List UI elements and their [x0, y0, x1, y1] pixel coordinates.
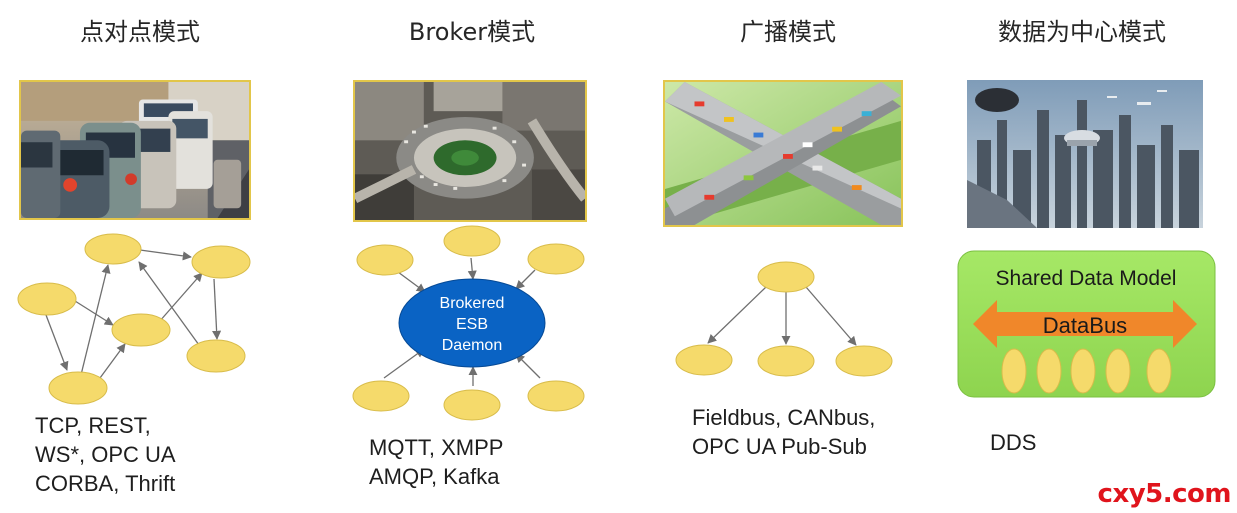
broker-edge [467, 257, 477, 280]
broadcast-edge [707, 286, 767, 344]
broker-client-node [527, 243, 585, 275]
title-broadcast: 广播模式 [740, 18, 836, 46]
databus-node [1105, 348, 1131, 394]
broker-diagram: Brokered ESB Daemon [352, 225, 585, 421]
data-centric-diagram: Shared Data Model DataBus [957, 250, 1216, 398]
p2p-node [48, 371, 108, 405]
p2p-edge [99, 343, 126, 379]
caption-line: TCP, REST, [35, 413, 151, 438]
p2p-edge [74, 300, 114, 326]
broadcast-receiver-node [835, 345, 893, 377]
broker-edge [515, 353, 541, 379]
p2p-node [17, 282, 77, 316]
title-point-to-point: 点对点模式 [80, 18, 200, 46]
title-data-centric: 数据为中心模式 [998, 18, 1166, 46]
caption-line: Fieldbus, CANbus, [692, 405, 876, 430]
futuristic-city-photo [967, 80, 1203, 228]
broadcast-diagram [675, 261, 893, 377]
databus-node [1036, 348, 1062, 394]
databus-label: DataBus [1043, 313, 1127, 338]
caption-data-centric: DDS [990, 428, 1036, 457]
p2p-node [111, 313, 171, 347]
caption-broker: MQTT, XMPP AMQP, Kafka [369, 433, 503, 491]
databus-node [1001, 348, 1027, 394]
p2p-edge [78, 264, 111, 384]
highway-interchange-photo [663, 80, 903, 227]
p2p-edges [45, 249, 222, 384]
p2p-nodes [17, 233, 251, 405]
broker-hub [398, 278, 546, 368]
caption-line: DDS [990, 430, 1037, 455]
broker-edge [515, 269, 536, 290]
caption-line: WS*, OPC UA [35, 442, 176, 467]
p2p-node [84, 233, 142, 265]
broadcast-edges [707, 286, 857, 346]
broadcast-source-node [757, 261, 815, 293]
broker-client-node [443, 389, 501, 421]
broker-client-node [443, 225, 501, 257]
title-broker: Broker模式 [408, 18, 536, 46]
broadcast-receiver-node [675, 344, 733, 376]
broker-client-node [352, 380, 410, 412]
caption-line: CORBA, Thrift [35, 471, 176, 496]
databus-node [1146, 348, 1172, 394]
databus-arrow [973, 300, 1197, 348]
broker-edge [397, 271, 426, 293]
p2p-edge [45, 314, 69, 371]
broadcast-edge [805, 286, 857, 346]
p2p-edge [139, 249, 192, 261]
caption-line: AMQP, Kafka [369, 464, 500, 489]
broker-hub-label-line: Daemon [442, 337, 502, 354]
caption-line: OPC UA Pub-Sub [692, 434, 867, 459]
databus-participant-nodes [1001, 348, 1172, 394]
broadcast-receiver-node [757, 345, 815, 377]
broker-nodes [352, 225, 585, 421]
p2p-edge [212, 278, 222, 340]
p2p-edge [138, 261, 200, 346]
broker-hub-label-line: ESB [456, 316, 488, 333]
databus-node [1070, 348, 1096, 394]
caption-line: MQTT, XMPP [369, 435, 504, 460]
traffic-jam-photo [19, 80, 251, 220]
caption-broadcast: Fieldbus, CANbus, OPC UA Pub-Sub [692, 403, 875, 461]
shared-data-model-title: Shared Data Model [996, 267, 1177, 290]
watermark-logo: cxy5.com [1097, 479, 1232, 509]
broadcast-nodes [675, 261, 893, 377]
p2p-node [186, 339, 246, 373]
broker-client-node [527, 380, 585, 412]
broker-client-node [356, 244, 414, 276]
broker-hub-label-line: Brokered [440, 295, 505, 312]
p2p-node [191, 245, 251, 279]
p2p-edge [158, 272, 203, 323]
point-to-point-diagram [17, 233, 251, 405]
broker-edges [383, 257, 541, 386]
broker-edge [383, 348, 425, 379]
caption-point-to-point: TCP, REST, WS*, OPC UA CORBA, Thrift [35, 411, 176, 498]
roundabout-photo [353, 80, 587, 222]
